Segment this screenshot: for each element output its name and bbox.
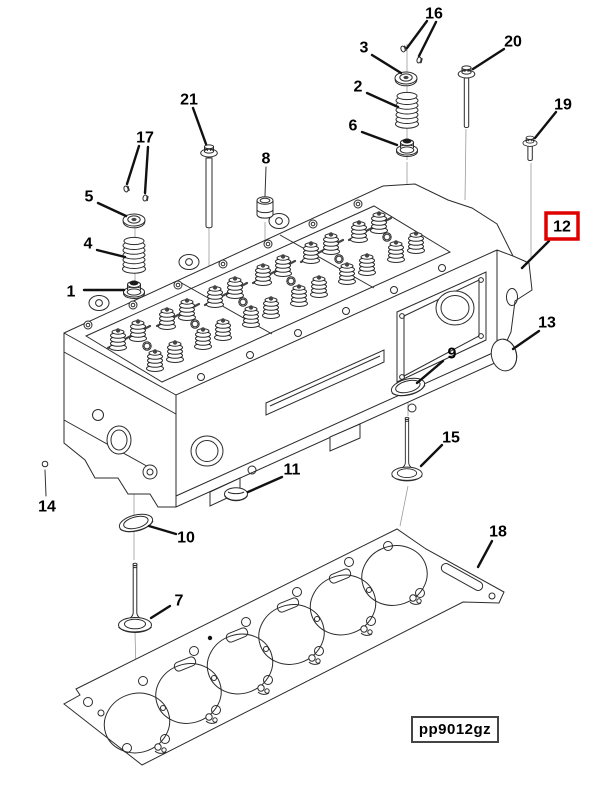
callout-21-leader <box>191 106 208 146</box>
cup-plug-11 <box>224 487 248 502</box>
callout-17[interactable]: 17 <box>136 130 154 147</box>
callout-13[interactable]: 13 <box>538 315 556 332</box>
head-ports <box>92 288 518 480</box>
head-front-slot <box>265 349 385 416</box>
part-code-text: pp9012gz <box>418 721 492 738</box>
exploded-parts <box>41 44 538 633</box>
callout-18[interactable]: 18 <box>489 524 507 541</box>
callout-4[interactable]: 4 <box>84 236 93 253</box>
ball-plug-14 <box>41 460 49 468</box>
part-code-box: pp9012gz <box>411 716 499 743</box>
callout-6[interactable]: 6 <box>349 118 358 135</box>
valve-seat-10 <box>117 510 155 536</box>
callout-3[interactable]: 3 <box>360 40 369 57</box>
valve-spring-2 <box>395 91 419 129</box>
gasket-holes <box>83 541 496 754</box>
stem-seal-6 <box>396 138 418 157</box>
callout-12[interactable]: 12 <box>553 219 571 236</box>
callout-7-leader <box>149 604 172 620</box>
gasket-outline <box>63 528 505 766</box>
head-bolt-21 <box>200 144 218 229</box>
callout-14-leader <box>44 469 47 497</box>
head-back-lobes <box>88 213 290 311</box>
callout-11[interactable]: 11 <box>284 462 301 479</box>
callout-20-leader <box>471 47 506 71</box>
valve-spring-4 <box>122 236 146 274</box>
callout-2-leader <box>365 91 400 109</box>
callout-5-leader <box>96 201 128 218</box>
callout-10[interactable]: 10 <box>177 530 195 547</box>
callout-9[interactable]: 9 <box>448 346 457 363</box>
callout-19[interactable]: 19 <box>554 97 572 114</box>
callout-18-leader <box>476 539 494 569</box>
callout-16[interactable]: 16 <box>425 6 443 23</box>
head-front-panel <box>396 271 487 383</box>
callout-13-leader <box>511 329 541 351</box>
callout-7[interactable]: 7 <box>175 593 184 610</box>
callout-4-leader <box>95 248 127 259</box>
valve-guide-8 <box>256 196 274 219</box>
callout-6-leader <box>360 130 399 147</box>
callout-16-leader <box>417 20 438 58</box>
callout-17-leader <box>143 145 150 195</box>
callout-15[interactable]: 15 <box>442 430 460 447</box>
callout-15-leader <box>419 443 444 468</box>
callout-12-highlight-box <box>544 211 580 241</box>
top-deck-valvetrain <box>106 210 425 372</box>
head-gasket-drawing <box>63 528 505 766</box>
callout-8[interactable]: 8 <box>262 151 271 168</box>
valve-7 <box>118 562 152 633</box>
head-bolt-bosses <box>83 199 446 381</box>
callout-19-leader <box>533 110 558 140</box>
callout-3-leader <box>370 53 403 75</box>
callout-21[interactable]: 21 <box>180 92 198 109</box>
cylinder-head-drawing <box>63 183 533 508</box>
valve-15 <box>391 416 423 482</box>
callout-1[interactable]: 1 <box>67 284 76 301</box>
gasket-bores <box>103 545 428 754</box>
head-body-outline <box>63 183 533 508</box>
callout-12-leader <box>520 239 551 270</box>
spring-retainer-3 <box>394 71 418 87</box>
callout-5[interactable]: 5 <box>85 189 94 206</box>
callout-9-leader <box>415 359 445 385</box>
callout-20[interactable]: 20 <box>504 34 522 51</box>
stem-seal-1 <box>123 280 145 299</box>
callout-11-leader <box>246 475 284 494</box>
callout-10-leader <box>147 524 178 536</box>
callout-8-leader <box>264 166 267 197</box>
callout-16-leader <box>405 19 429 50</box>
callout-2[interactable]: 2 <box>354 79 363 96</box>
head-bolt-20 <box>457 65 476 128</box>
callout-17-leader <box>125 144 141 186</box>
cup-plug-13 <box>490 338 518 372</box>
head-bolt-19 <box>522 135 538 161</box>
callout-14[interactable]: 14 <box>38 499 56 516</box>
